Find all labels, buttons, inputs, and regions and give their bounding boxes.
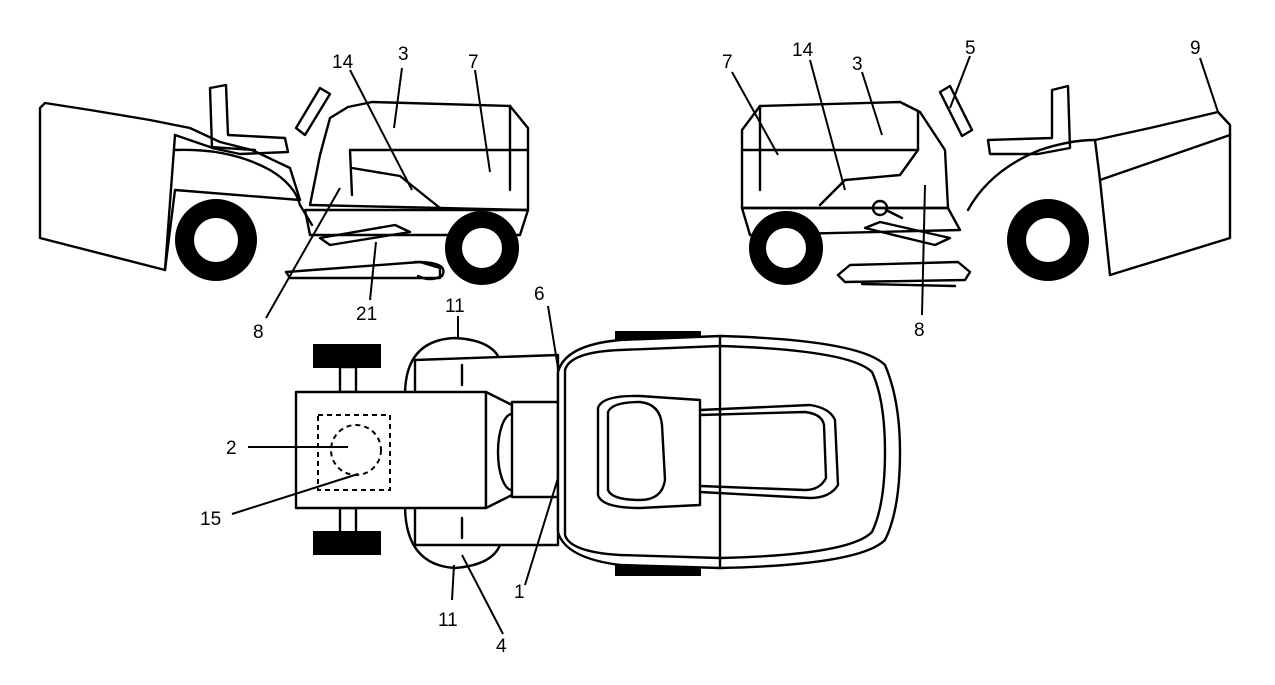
leader-lines bbox=[231, 55, 1219, 635]
label-7-left: 7 bbox=[468, 52, 479, 73]
label-6-top: 6 bbox=[534, 284, 545, 305]
seat-right bbox=[986, 84, 1072, 156]
steering-wheel-right bbox=[938, 84, 974, 138]
label-8-right: 8 bbox=[914, 320, 925, 341]
tractor-right-side-view bbox=[740, 84, 1232, 288]
seat-left bbox=[208, 83, 290, 156]
label-5-right: 5 bbox=[965, 38, 976, 59]
part-labels: 14 3 7 8 21 7 14 3 5 9 8 11 6 2 15 1 11 … bbox=[200, 38, 1201, 657]
steering-wheel-left bbox=[294, 86, 332, 137]
label-4-top: 4 bbox=[496, 636, 507, 657]
label-21-left: 21 bbox=[356, 304, 377, 325]
mower-deck-right bbox=[836, 260, 972, 284]
rear-wheel-top-upper bbox=[313, 344, 381, 368]
label-11-bottom: 11 bbox=[438, 610, 458, 631]
label-7-right: 7 bbox=[722, 52, 733, 73]
tractor-left-side-view bbox=[38, 83, 530, 285]
label-9-right: 9 bbox=[1190, 38, 1201, 59]
bag-panel-outline bbox=[317, 414, 391, 491]
label-14-right: 14 bbox=[792, 40, 814, 61]
label-15-top: 15 bbox=[200, 509, 221, 530]
label-11-top: 11 bbox=[445, 296, 465, 317]
label-3-left: 3 bbox=[398, 44, 409, 65]
label-1-top: 1 bbox=[514, 582, 525, 603]
label-2-top: 2 bbox=[226, 438, 237, 459]
hood-left bbox=[308, 100, 530, 212]
tractor-top-view bbox=[294, 331, 902, 576]
grass-bag-right bbox=[1093, 110, 1232, 277]
label-8-left: 8 bbox=[253, 322, 264, 343]
label-14-left: 14 bbox=[332, 52, 354, 73]
label-3-right: 3 bbox=[852, 54, 863, 75]
rear-wheel-top-lower bbox=[313, 531, 381, 555]
hood-top bbox=[556, 334, 902, 570]
